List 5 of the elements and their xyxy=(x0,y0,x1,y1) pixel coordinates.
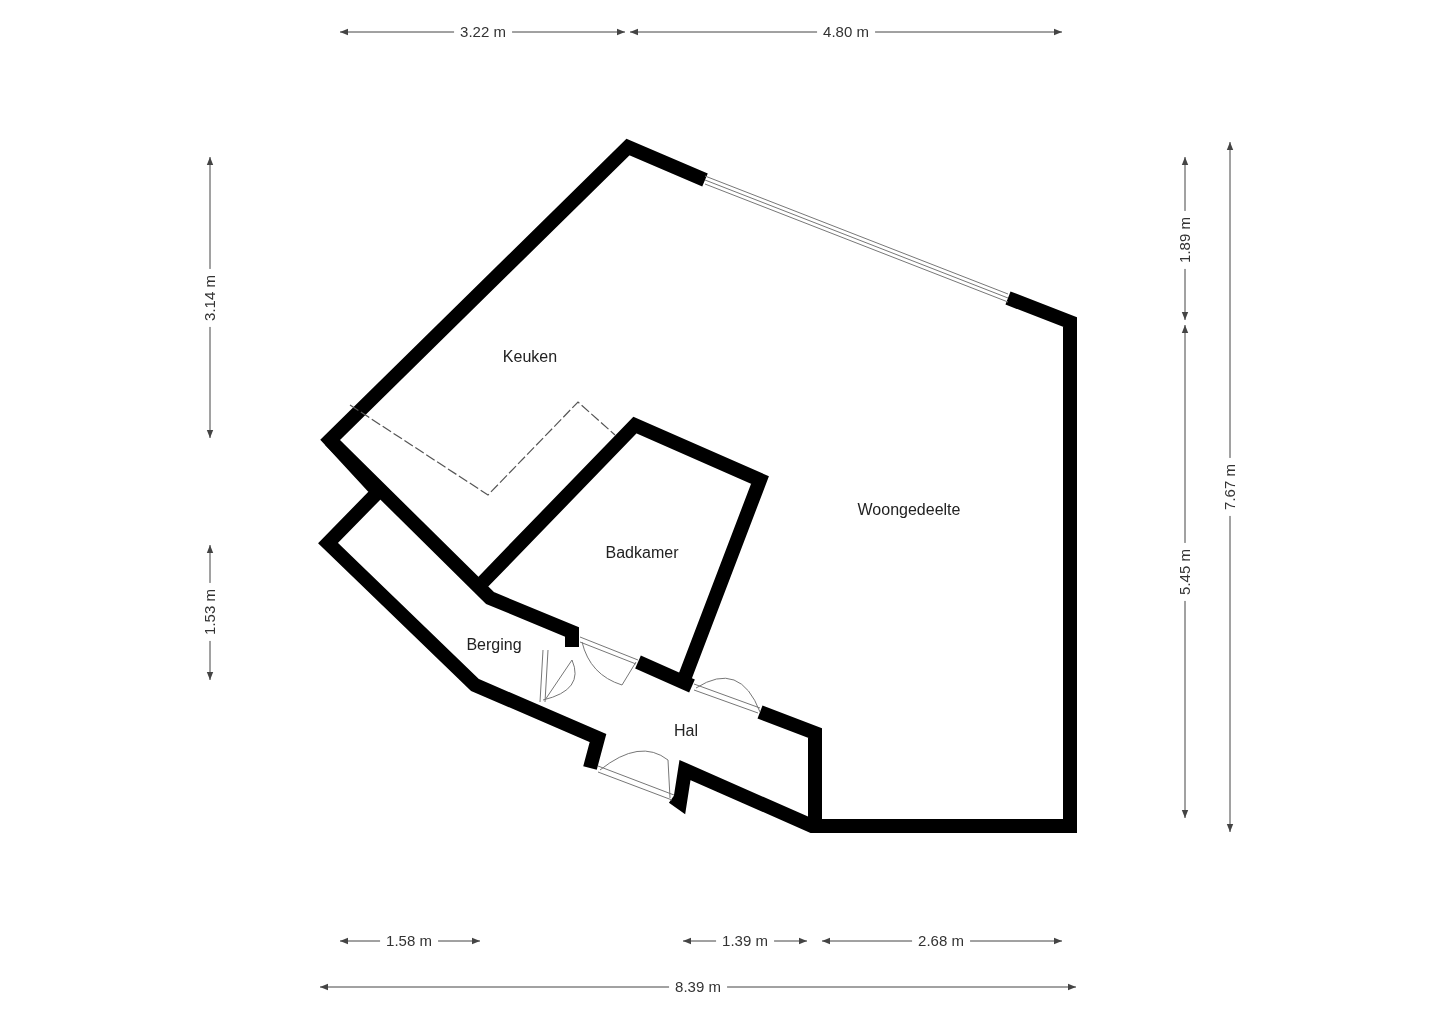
room-label: Badkamer xyxy=(605,544,679,562)
room-label: Woongedeelte xyxy=(857,501,961,519)
room-label: Hal xyxy=(674,722,698,740)
room-label: Keuken xyxy=(502,348,558,366)
room-label: Berging xyxy=(466,636,522,654)
